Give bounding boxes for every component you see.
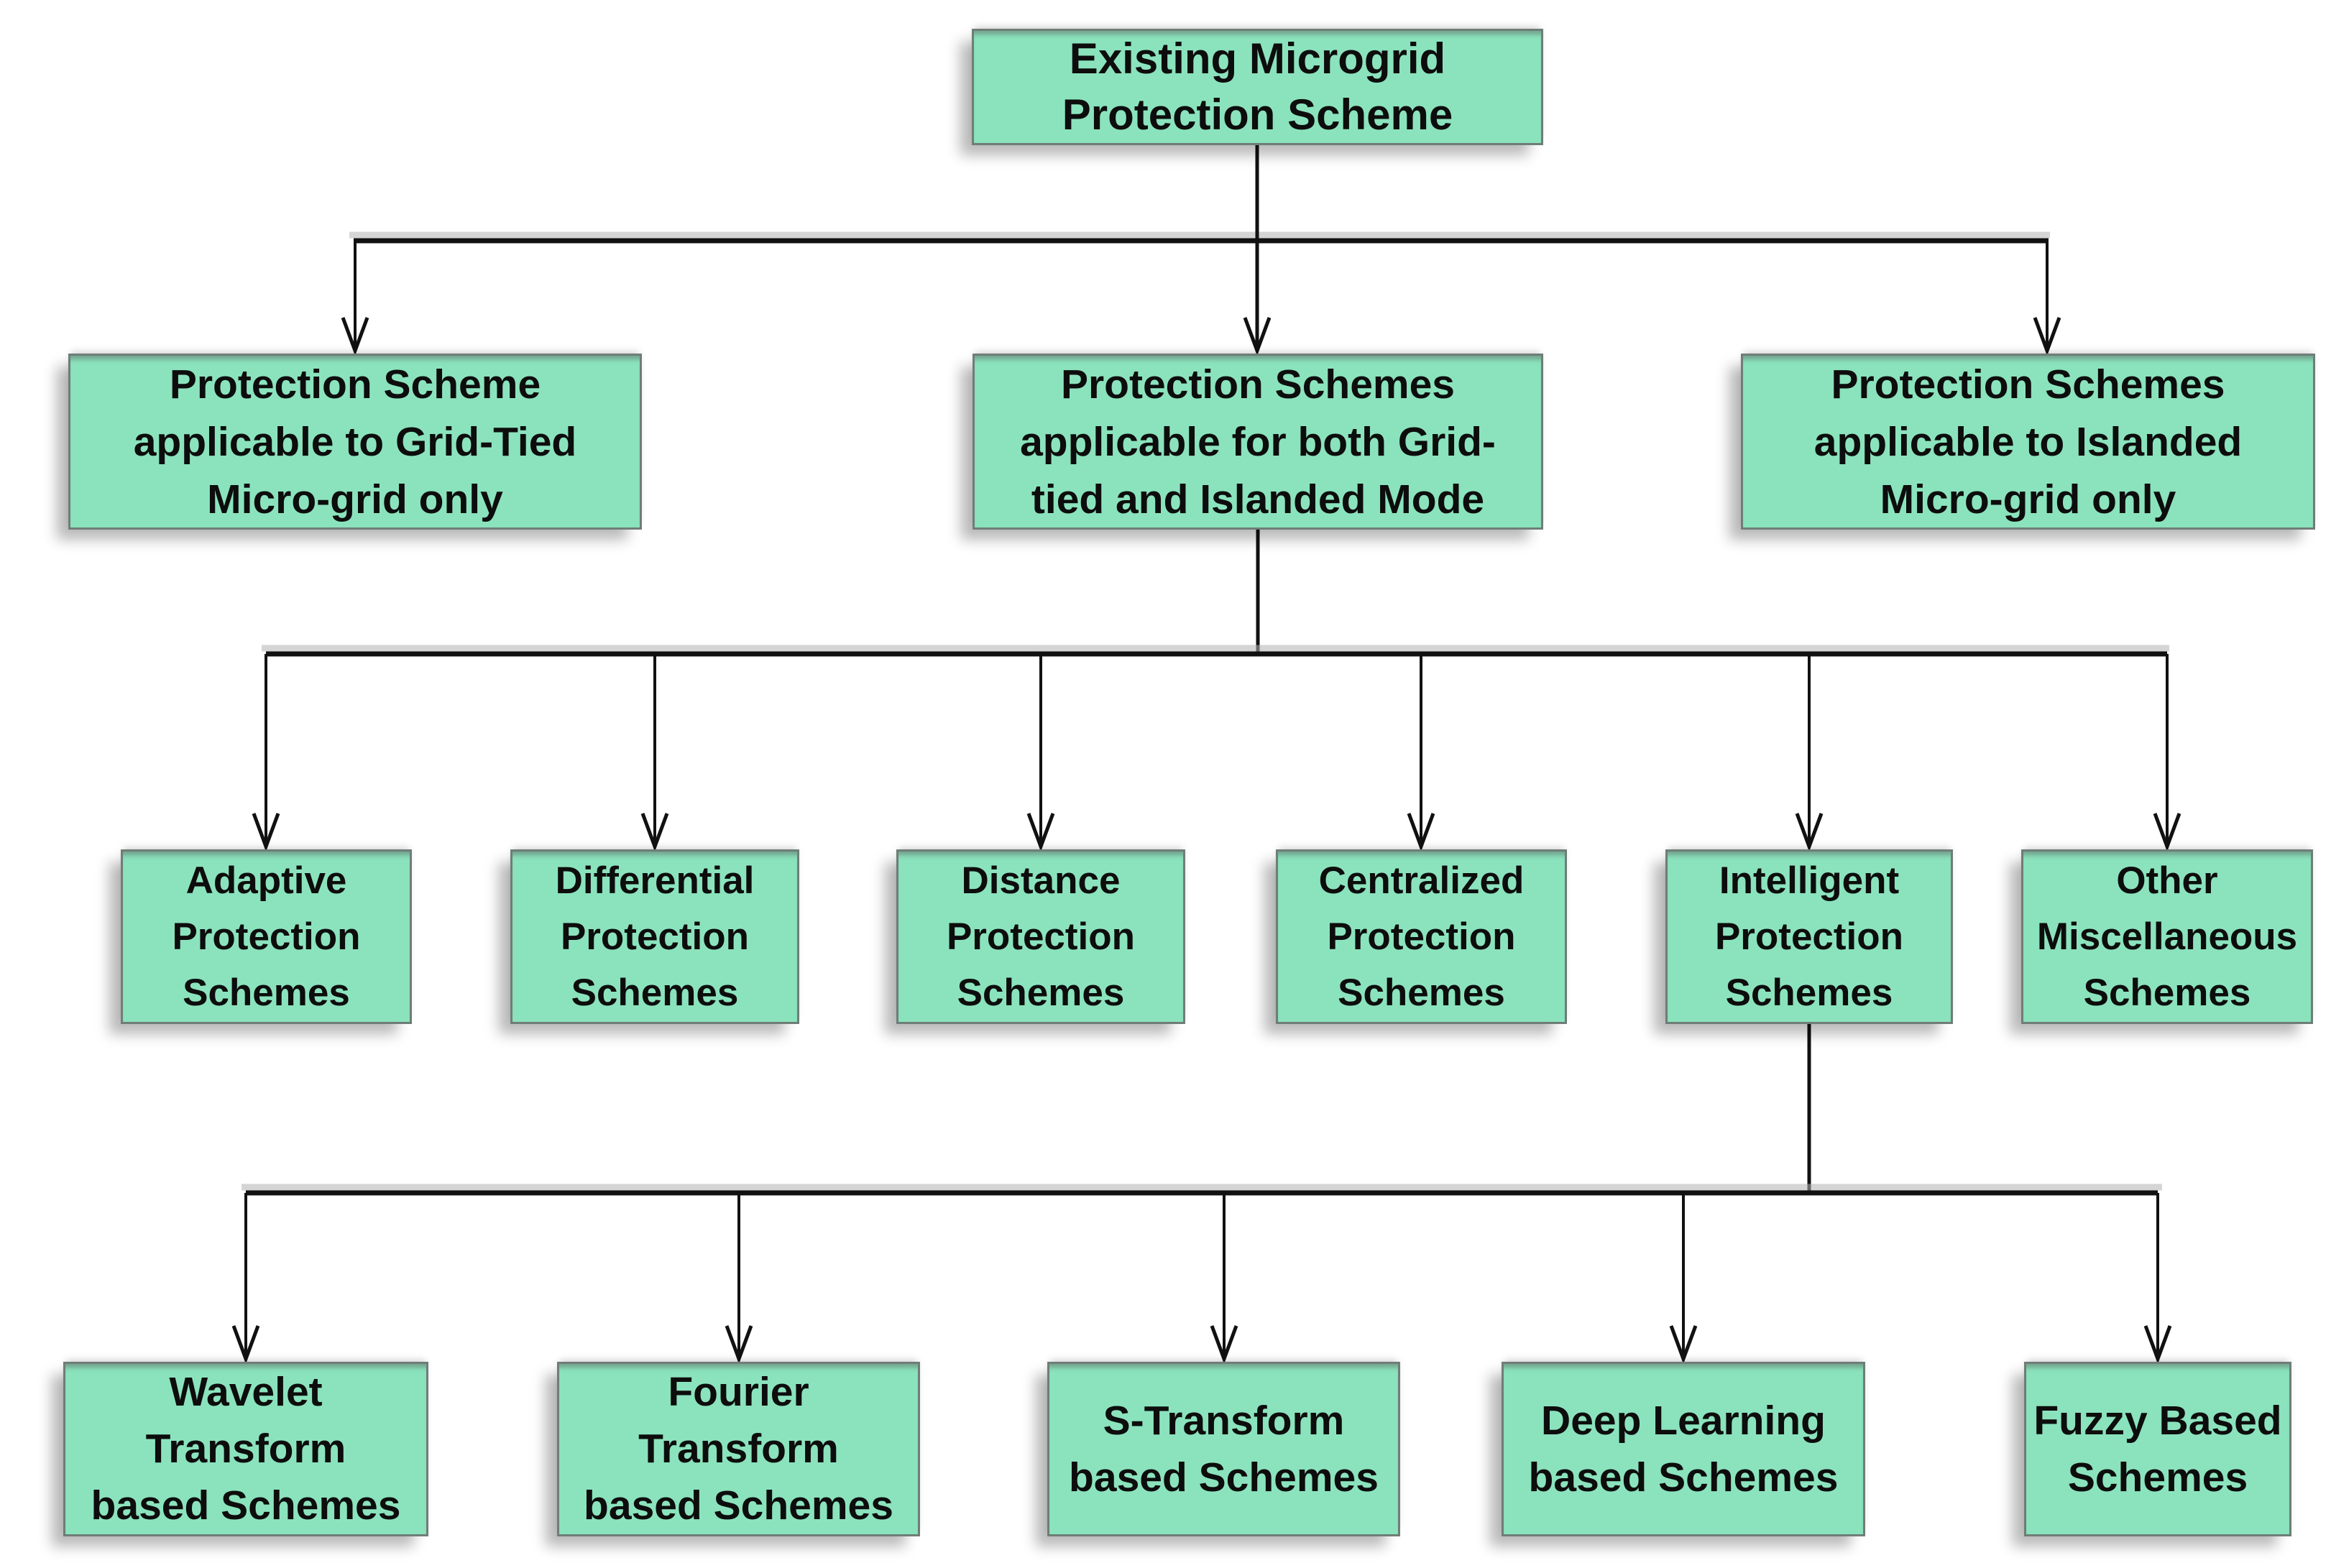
- connector-root-to-level2: [349, 144, 2050, 351]
- connector-level2-to-level3: [262, 530, 2169, 847]
- node-label: Intelligent Protection Schemes: [1714, 859, 1904, 1014]
- node-label: Fuzzy Based Schemes: [2033, 1397, 2282, 1500]
- node-centralized-protection: Centralized Protection Schemes: [1276, 849, 1567, 1024]
- node-fuzzy-based: Fuzzy Based Schemes: [2024, 1362, 2291, 1536]
- node-label: Protection Schemes applicable for both G…: [1020, 361, 1496, 522]
- node-label: Deep Learning based Schemes: [1528, 1397, 1839, 1500]
- node-s-transform: S-Transform based Schemes: [1047, 1362, 1400, 1536]
- node-label: Fourier Transform based Schemes: [584, 1369, 893, 1528]
- node-differential-protection: Differential Protection Schemes: [510, 849, 799, 1024]
- node-wavelet-transform: Wavelet Transform based Schemes: [63, 1362, 428, 1536]
- node-label: Protection Schemes applicable to Islande…: [1813, 361, 2243, 522]
- node-label: Distance Protection Schemes: [946, 859, 1136, 1014]
- node-existing-microgrid-protection-scheme: Existing Microgrid Protection Scheme: [972, 29, 1543, 145]
- node-label: Wavelet Transform based Schemes: [91, 1369, 401, 1528]
- node-label: Centralized Protection Schemes: [1318, 859, 1525, 1014]
- node-deep-learning: Deep Learning based Schemes: [1502, 1362, 1865, 1536]
- node-both-grid-tied-and-islanded: Protection Schemes applicable for both G…: [973, 354, 1543, 530]
- node-label: Differential Protection Schemes: [555, 859, 755, 1014]
- node-adaptive-protection: Adaptive Protection Schemes: [121, 849, 412, 1024]
- node-label: Adaptive Protection Schemes: [172, 859, 361, 1014]
- node-label: S-Transform based Schemes: [1069, 1397, 1379, 1500]
- node-label: Other Miscellaneous Schemes: [2036, 859, 2298, 1014]
- node-distance-protection: Distance Protection Schemes: [896, 849, 1185, 1024]
- connector-level3-to-level4: [242, 1024, 2162, 1359]
- node-grid-tied-only: Protection Scheme applicable to Grid-Tie…: [68, 354, 642, 530]
- node-label: Existing Microgrid Protection Scheme: [1062, 34, 1453, 139]
- node-intelligent-protection: Intelligent Protection Schemes: [1665, 849, 1953, 1024]
- node-islanded-only: Protection Schemes applicable to Islande…: [1741, 354, 2315, 530]
- node-fourier-transform: Fourier Transform based Schemes: [557, 1362, 920, 1536]
- node-label: Protection Scheme applicable to Grid-Tie…: [133, 361, 577, 522]
- node-other-miscellaneous: Other Miscellaneous Schemes: [2021, 849, 2313, 1024]
